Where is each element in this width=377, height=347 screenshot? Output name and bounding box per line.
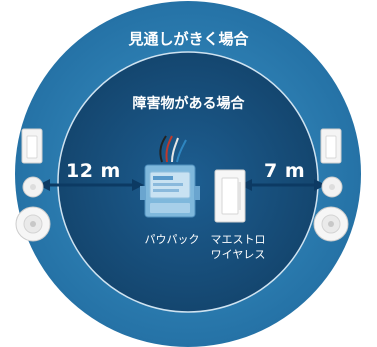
right-wall-switch-icon (320, 128, 342, 164)
maestro-wireless-dimmer-icon (214, 169, 246, 223)
left-occupancy-sensor-icon (15, 206, 51, 242)
maestro-label-line1: マエストロ (210, 233, 266, 246)
maestro-label: マエストロ ワイヤレス (204, 232, 272, 262)
right-distance-label: 7 m (264, 160, 306, 182)
left-range-arrow (38, 179, 144, 191)
right-occupancy-sensor-icon (313, 206, 349, 242)
powpak-module-icon (140, 135, 200, 218)
right-remote-icon (321, 176, 343, 198)
left-distance-label: 12 m (66, 160, 121, 182)
powpak-label: パウパック (144, 233, 200, 246)
left-wall-switch-icon (21, 128, 43, 164)
maestro-label-line2: ワイヤレス (210, 248, 266, 261)
right-range-arrow (240, 179, 326, 191)
outer-zone-label: 見通しがきく場合 (128, 30, 249, 48)
left-remote-icon (22, 176, 44, 198)
inner-zone-label: 障害物がある場合 (132, 96, 245, 112)
